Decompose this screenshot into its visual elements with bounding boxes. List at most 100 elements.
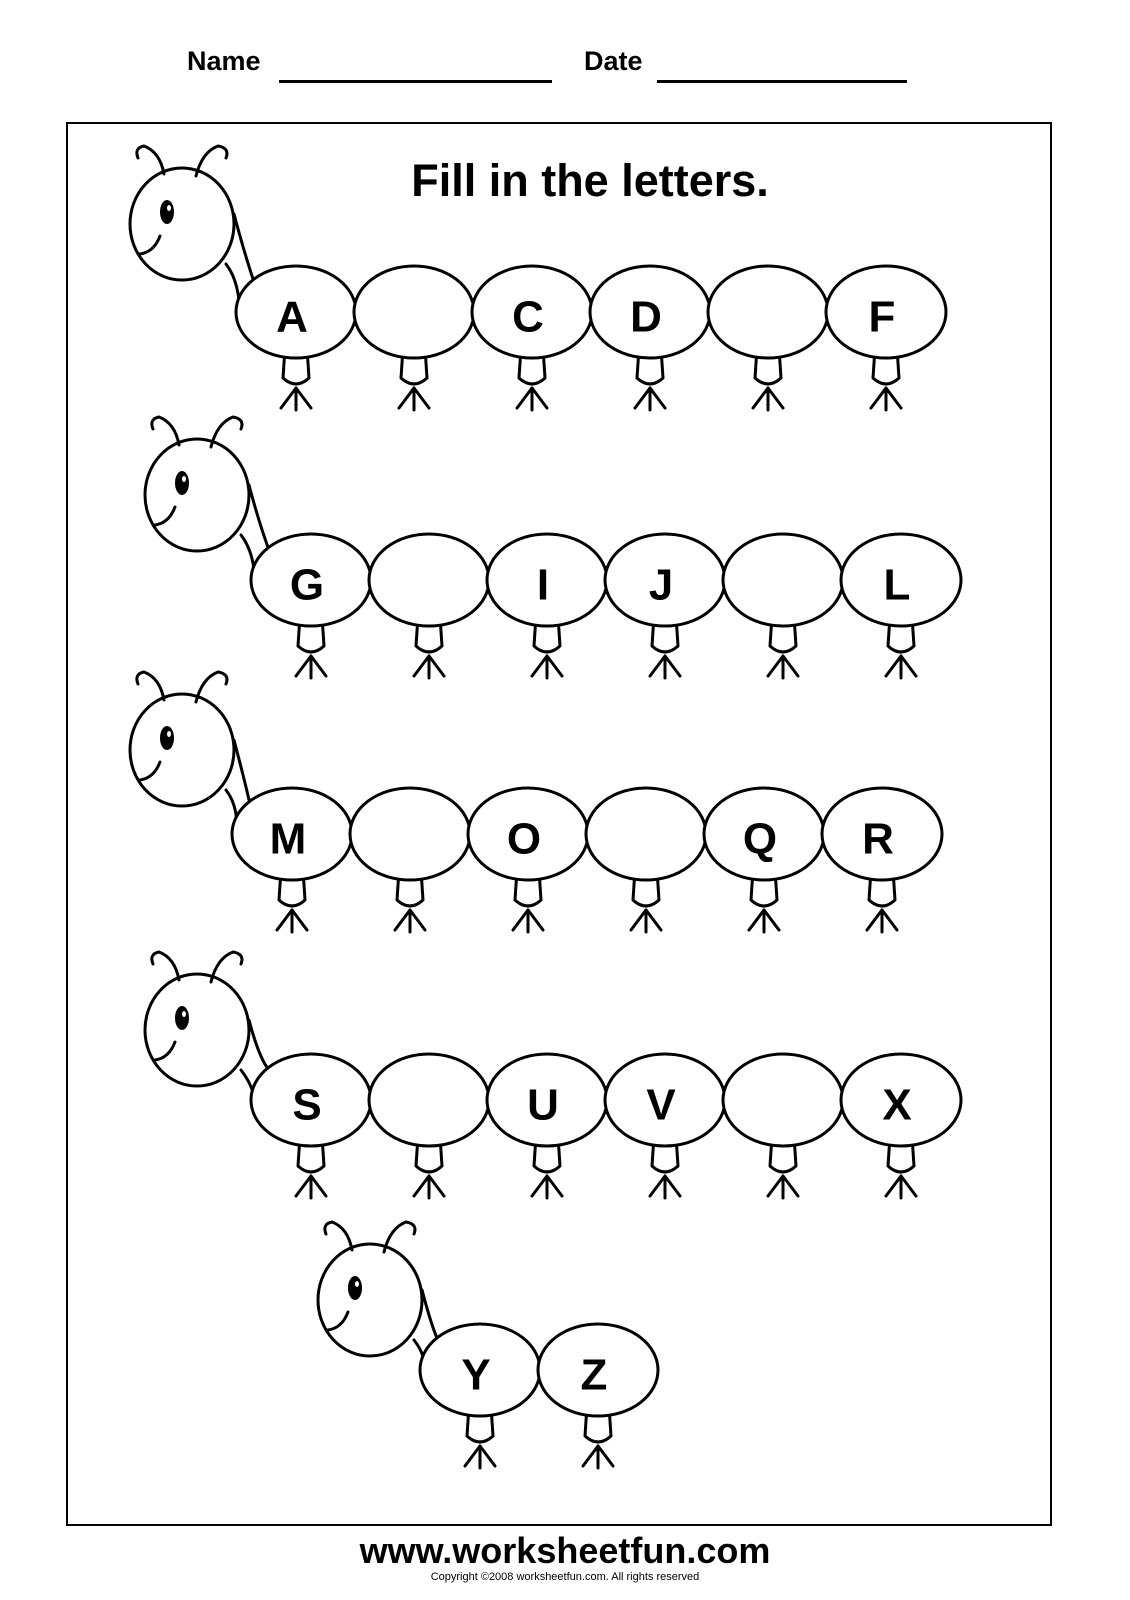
body-segment: X <box>839 1052 963 1148</box>
worksheet-frame <box>66 122 1052 1526</box>
date-field[interactable] <box>657 80 907 83</box>
body-segment: R <box>820 786 944 882</box>
body-segment: A <box>234 264 358 360</box>
eye-icon <box>160 726 174 750</box>
antenna-icon <box>150 950 181 982</box>
antenna-icon <box>135 144 166 176</box>
smile-icon <box>326 1310 350 1332</box>
blank-letter-segment[interactable] <box>706 264 830 360</box>
caterpillar-head <box>128 670 236 808</box>
caterpillar-neck <box>247 483 271 552</box>
eye-icon <box>175 471 189 495</box>
antenna-icon <box>382 1220 417 1254</box>
body-segment: Y <box>418 1322 542 1418</box>
body-segment: Q <box>702 786 826 882</box>
body-segment: D <box>588 264 712 360</box>
segment-letter: S <box>292 1081 321 1130</box>
caterpillar-leg <box>412 614 446 680</box>
blank-letter-segment[interactable] <box>367 532 491 628</box>
caterpillar-leg <box>581 1404 615 1470</box>
eye-icon <box>175 1006 189 1030</box>
date-label: Date <box>584 46 643 76</box>
smile-icon <box>153 1040 177 1062</box>
caterpillar-leg <box>397 346 431 412</box>
eye-icon <box>348 1276 362 1300</box>
caterpillar-leg <box>393 868 427 934</box>
segment-letter: F <box>869 293 896 342</box>
blank-letter-segment[interactable] <box>352 264 476 360</box>
caterpillar-neck <box>232 738 252 806</box>
caterpillar-leg <box>294 614 328 680</box>
caterpillar-leg <box>648 614 682 680</box>
segment-letter: D <box>630 293 662 342</box>
caterpillar-leg <box>275 868 309 934</box>
smile-icon <box>153 505 177 527</box>
name-field[interactable] <box>279 80 552 83</box>
website-footer: www.worksheetfun.com <box>359 1530 771 1571</box>
segment-letter: G <box>290 561 324 610</box>
caterpillar-leg <box>279 346 313 412</box>
antenna-icon <box>209 415 244 449</box>
body-segment: I <box>485 532 609 628</box>
antenna-icon <box>323 1220 354 1252</box>
blank-letter-segment[interactable] <box>348 786 472 882</box>
antenna-icon <box>135 670 166 702</box>
antenna-icon <box>150 415 181 447</box>
body-segment: S <box>249 1052 373 1148</box>
eye-icon <box>160 200 174 224</box>
caterpillar-leg <box>884 1134 918 1200</box>
segment-letter: Q <box>743 815 777 864</box>
segment-letter: O <box>507 815 541 864</box>
caterpillar-leg <box>869 346 903 412</box>
caterpillar-leg <box>511 868 545 934</box>
blank-letter-segment[interactable] <box>584 786 708 882</box>
caterpillar-neck <box>420 1288 440 1342</box>
caterpillar-leg <box>766 614 800 680</box>
body-segment: J <box>603 532 727 628</box>
caterpillar-leg <box>530 614 564 680</box>
worksheet-title: Fill in the letters. <box>411 155 769 206</box>
smile-icon <box>138 760 162 782</box>
body-segment: Z <box>536 1322 660 1418</box>
caterpillar-leg <box>766 1134 800 1200</box>
segment-letter: V <box>646 1081 676 1130</box>
caterpillar-head <box>143 415 251 553</box>
caterpillar-leg <box>751 346 785 412</box>
segment-letter: A <box>276 293 308 342</box>
caterpillar-leg <box>633 346 667 412</box>
caterpillar-head <box>143 950 251 1088</box>
body-segment: O <box>466 786 590 882</box>
caterpillar-leg <box>463 1404 497 1470</box>
caterpillar-leg <box>294 1134 328 1200</box>
body-segment: V <box>603 1052 727 1148</box>
blank-letter-segment[interactable] <box>721 1052 845 1148</box>
body-segment: C <box>470 264 594 360</box>
blank-letter-segment[interactable] <box>721 532 845 628</box>
caterpillar-leg <box>412 1134 446 1200</box>
caterpillar-leg <box>884 614 918 680</box>
segment-letter: I <box>537 561 549 610</box>
segment-letter: J <box>649 561 673 610</box>
caterpillar-leg <box>865 868 899 934</box>
caterpillar-leg <box>747 868 781 934</box>
antenna-icon <box>194 670 229 704</box>
caterpillar-leg <box>515 346 549 412</box>
caterpillar-head <box>128 144 236 282</box>
antenna-icon <box>209 950 244 984</box>
caterpillar-leg <box>530 1134 564 1200</box>
segment-letter: C <box>512 293 544 342</box>
segment-letter: M <box>270 815 307 864</box>
segment-letter: Y <box>461 1351 490 1400</box>
blank-letter-segment[interactable] <box>367 1052 491 1148</box>
segment-letter: L <box>884 561 911 610</box>
caterpillar-leg <box>648 1134 682 1200</box>
body-segment: U <box>485 1052 609 1148</box>
body-segment: M <box>230 786 354 882</box>
body-segment: L <box>839 532 963 628</box>
caterpillar-neck <box>247 1018 271 1072</box>
body-segment: F <box>824 264 948 360</box>
